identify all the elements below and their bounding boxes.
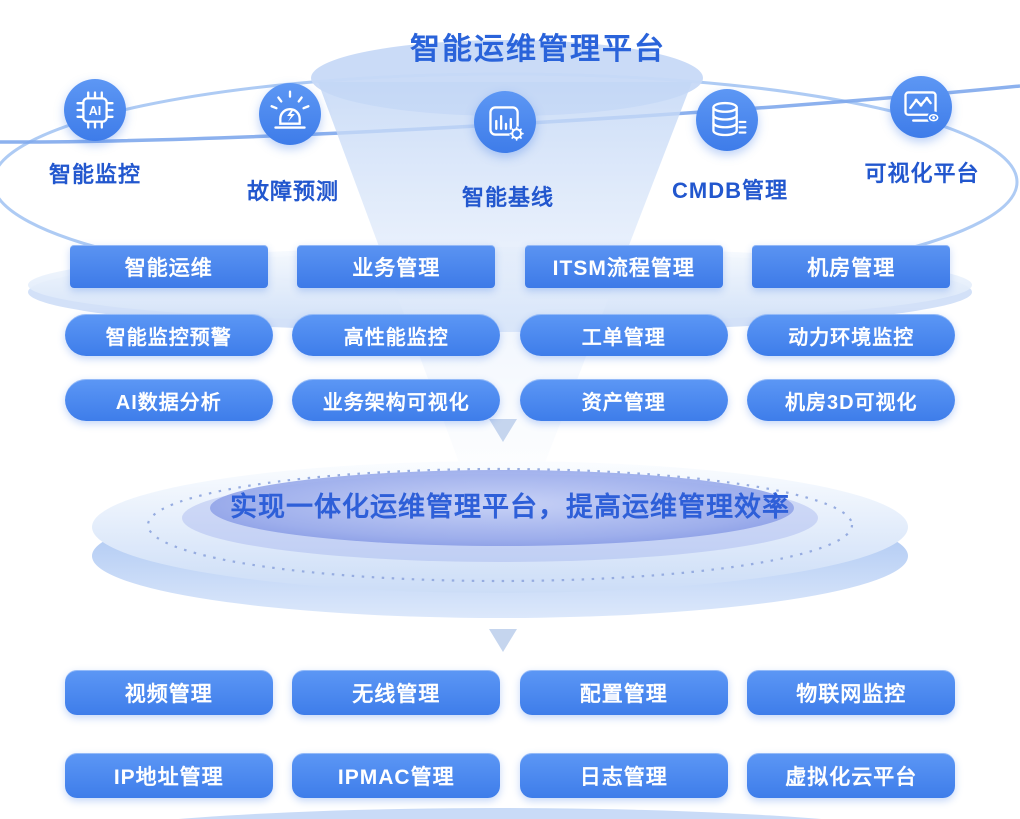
feature-button-monitor-alert[interactable]: 智能监控预警 [64,314,273,356]
feature-button-asset-mgmt[interactable]: 资产管理 [519,379,728,421]
bottom-button-virtual-cloud[interactable]: 虚拟化云平台 [747,753,956,798]
feature-button-ai-analysis[interactable]: AI数据分析 [64,379,273,421]
page-title: 智能运维管理平台 [410,33,666,66]
feature-row-2: AI数据分析 业务架构可视化 资产管理 机房3D可视化 [55,379,965,421]
monitor-graph-icon [890,76,952,138]
bottom-button-config[interactable]: 配置管理 [519,670,728,715]
chevron-down-icon [489,629,517,652]
bottom-button-iot[interactable]: 物联网监控 [747,670,956,715]
category-button-aiops[interactable]: 智能运维 [69,245,268,288]
chart-gear-icon [474,91,536,153]
alarm-siren-icon [259,83,321,145]
feature-row-1: 智能监控预警 高性能监控 工单管理 动力环境监控 [55,314,965,356]
icon-label-baseline: 智能基线 [461,185,554,210]
feature-button-room-3d[interactable]: 机房3D可视化 [747,379,956,421]
feature-button-high-perf[interactable]: 高性能监控 [292,314,501,356]
icon-label-fault-predict: 故障预测 [246,179,339,204]
icon-label-visualization: 可视化平台 [864,161,980,186]
icon-label-cmdb: CMDB管理 [672,178,788,203]
bottom-button-wireless[interactable]: 无线管理 [292,670,501,715]
bottom-row-2: IP地址管理 IPMAC管理 日志管理 虚拟化云平台 [55,753,965,798]
platform-dotted-ring [146,467,854,583]
platform-inner-disc [210,470,794,546]
svg-text:AI: AI [89,104,102,118]
bottom-button-ip-address[interactable]: IP地址管理 [64,753,273,798]
ai-chip-icon: AI [64,79,126,141]
bottom-button-video[interactable]: 视频管理 [64,670,273,715]
feature-button-power-env[interactable]: 动力环境监控 [747,314,956,356]
funnel-cone [318,82,692,468]
category-row: 智能运维 业务管理 ITSM流程管理 机房管理 [55,245,965,288]
icon-label-monitoring: 智能监控 [48,162,141,187]
feature-button-biz-arch-visual[interactable]: 业务架构可视化 [292,379,501,421]
bottom-button-log[interactable]: 日志管理 [519,753,728,798]
bottom-button-ipmac[interactable]: IPMAC管理 [292,753,501,798]
chevron-down-icon [489,419,517,442]
platform-banner: 实现一体化运维管理平台，提高运维管理效率 [230,492,790,522]
category-button-itsm[interactable]: ITSM流程管理 [524,245,723,288]
feature-button-work-order[interactable]: 工单管理 [519,314,728,356]
category-button-datacenter[interactable]: 机房管理 [752,245,951,288]
bottom-row-1: 视频管理 无线管理 配置管理 物联网监控 [55,670,965,715]
category-button-business[interactable]: 业务管理 [297,245,496,288]
database-icon [696,89,758,151]
bottom-band-ellipse [178,808,822,819]
